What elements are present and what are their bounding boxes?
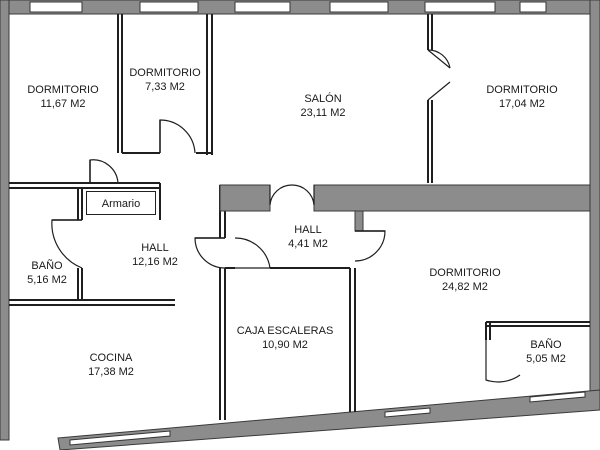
room-label-salon: SALÓN 23,11 M2 (300, 92, 345, 120)
room-label-hall-2: HALL 4,41 M2 (288, 223, 328, 251)
armario-room: Armario (86, 191, 156, 215)
room-label-dormitorio-1: DORMITORIO 11,67 M2 (27, 83, 98, 111)
window-openings-top (29, 1, 547, 13)
interior-walls (9, 14, 590, 420)
room-area: 23,11 M2 (300, 107, 346, 119)
room-label-bano-2: BAÑO 5,05 M2 (526, 338, 566, 366)
room-name: BAÑO (530, 339, 562, 351)
room-area: 12,16 M2 (132, 256, 178, 268)
room-area: 5,16 M2 (27, 274, 67, 286)
room-area: 7,33 M2 (145, 81, 185, 93)
room-name: HALL (294, 224, 322, 236)
room-area: 10,90 M2 (262, 339, 308, 351)
room-name: DORMITORIO (27, 84, 99, 96)
room-area: 17,38 M2 (88, 366, 134, 378)
room-label-caja-escaleras: CAJA ESCALERAS 10,90 M2 (237, 324, 334, 352)
room-area: 11,67 M2 (40, 98, 86, 110)
room-name: CAJA ESCALERAS (236, 325, 334, 337)
room-label-hall-1: HALL 12,16 M2 (132, 241, 178, 269)
room-name: SALÓN (304, 93, 342, 105)
room-name: DORMITORIO (486, 84, 558, 96)
room-label-dormitorio-2: DORMITORIO 7,33 M2 (129, 66, 200, 94)
room-area: 24,82 M2 (442, 281, 488, 293)
room-label-dormitorio-4: DORMITORIO 24,82 M2 (429, 266, 500, 294)
room-area: 5,05 M2 (526, 353, 566, 365)
room-area: 17,04 M2 (499, 98, 545, 110)
room-name: HALL (141, 242, 169, 254)
room-name: DORMITORIO (129, 67, 201, 79)
window-openings-bottom (69, 391, 586, 446)
room-area: 4,41 M2 (288, 238, 328, 250)
room-label-dormitorio-3: DORMITORIO 17,04 M2 (486, 83, 557, 111)
room-label-bano-1: BAÑO 5,16 M2 (27, 259, 67, 287)
room-name: BAÑO (31, 260, 63, 272)
door-leaves (52, 120, 385, 239)
door-swings (51, 49, 521, 383)
room-label-cocina: COCINA 17,38 M2 (88, 351, 134, 379)
room-name: DORMITORIO (429, 267, 501, 279)
room-name: COCINA (89, 352, 133, 364)
